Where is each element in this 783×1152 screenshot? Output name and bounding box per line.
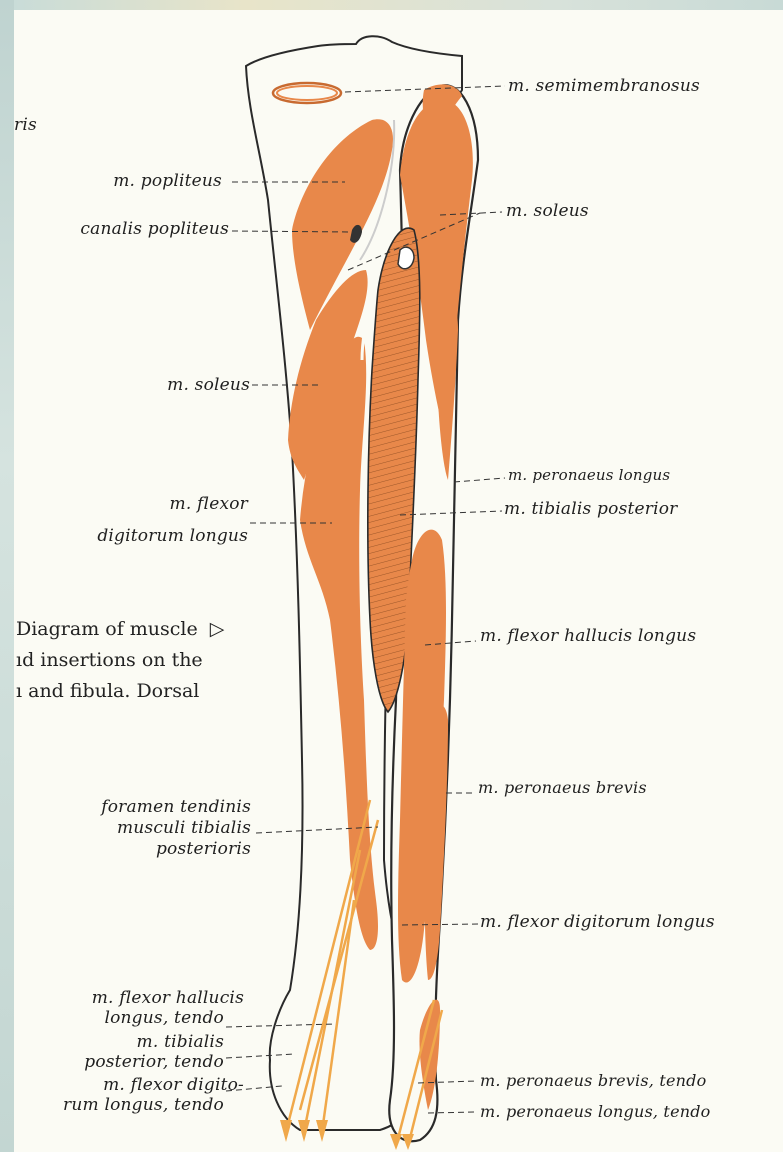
- label-tp-tendo-1: m. tibialis: [137, 1032, 224, 1052]
- label-fdl-tendo-2: rum longus, tendo: [63, 1095, 224, 1115]
- label-foramen-2: musculi tibialis: [117, 818, 251, 838]
- caption-line-3: ı and fibula. Dorsal: [16, 679, 199, 703]
- label-flexor-digitorum-longus-1: m. flexor: [170, 494, 248, 514]
- label-peronaeus-brevis: m. peronaeus brevis: [478, 778, 647, 798]
- caption-line-1: Diagram of muscle ▷: [16, 617, 224, 641]
- label-soleus-left: m. soleus: [167, 375, 250, 395]
- caption-line-2: ıd insertions on the: [16, 648, 203, 672]
- label-flexor-digitorum-longus-right: m. flexor digitorum longus: [480, 912, 715, 932]
- caption-arrow-icon: ▷: [210, 618, 225, 640]
- label-soleus-right: m. soleus: [506, 201, 589, 221]
- label-fhl-tendo-1: m. flexor hallucis: [92, 988, 244, 1008]
- label-tp-tendo-2: posterior, tendo: [84, 1052, 224, 1072]
- label-foramen-1: foramen tendinis: [101, 797, 251, 817]
- label-fhl-tendo-2: longus, tendo: [104, 1008, 224, 1028]
- label-canalis-popliteus: canalis popliteus: [80, 219, 229, 239]
- caption-line-1-text: Diagram of muscle: [16, 618, 198, 640]
- label-ris-fragment: ris: [14, 115, 37, 135]
- label-peronaeus-longus: m. peronaeus longus: [508, 465, 670, 485]
- label-popliteus: m. popliteus: [113, 171, 222, 191]
- label-semimembranosus: m. semimembranosus: [508, 76, 700, 96]
- label-fdl-tendo-1: m. flexor digito-: [103, 1075, 244, 1095]
- label-flexor-digitorum-longus-2: digitorum longus: [97, 526, 248, 546]
- label-foramen-3: posterioris: [156, 839, 251, 859]
- label-peronaeus-longus-tendo: m. peronaeus longus, tendo: [480, 1102, 711, 1122]
- label-tibialis-posterior: m. tibialis posterior: [504, 499, 678, 519]
- label-peronaeus-brevis-tendo: m. peronaeus brevis, tendo: [480, 1071, 706, 1091]
- label-flexor-hallucis-longus: m. flexor hallucis longus: [480, 626, 696, 646]
